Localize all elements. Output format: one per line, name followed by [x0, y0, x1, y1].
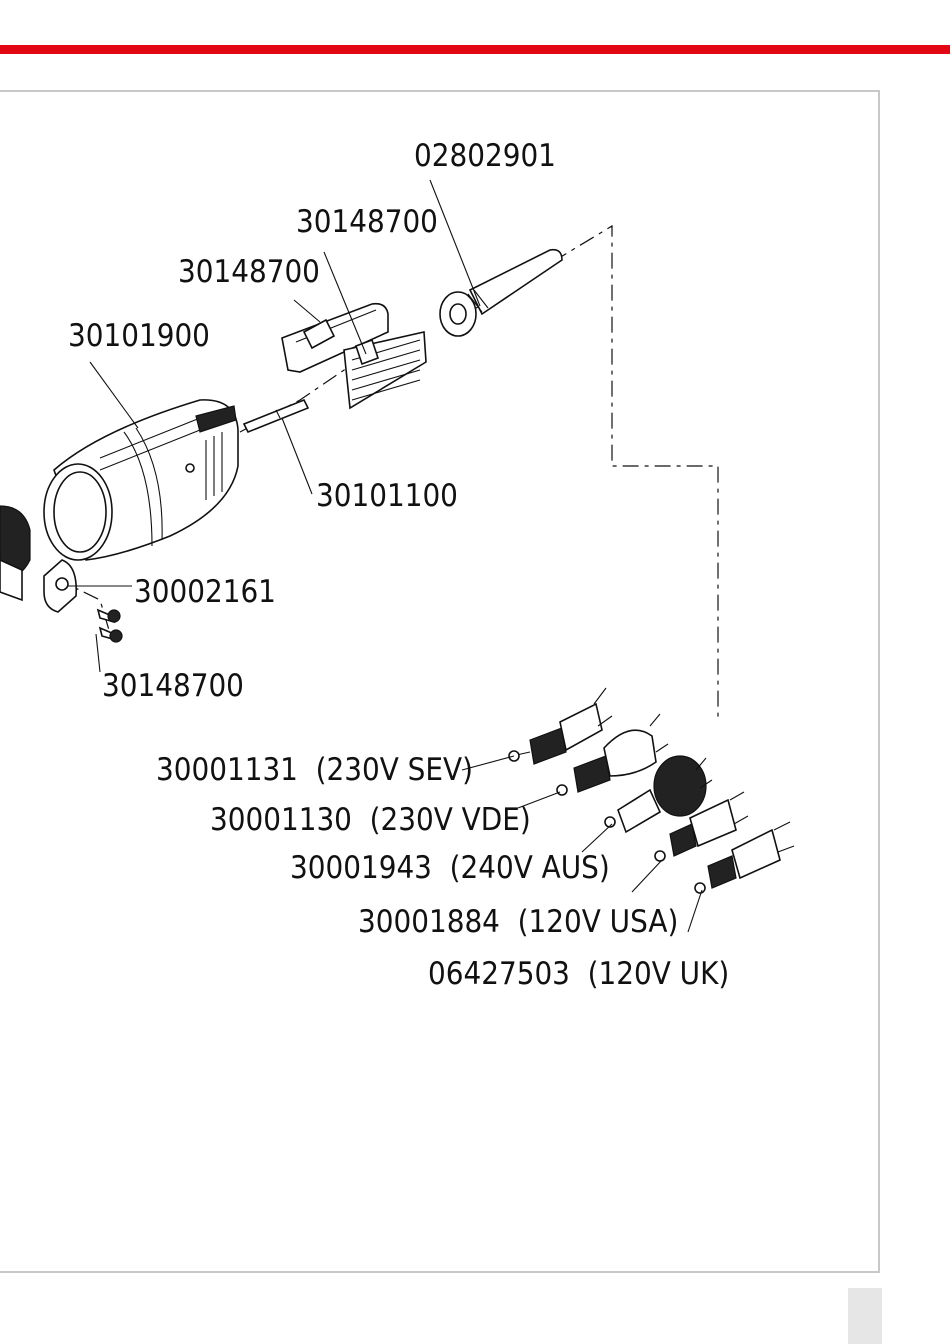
leader-plug-uk: [688, 890, 702, 932]
label-block: 30002161: [134, 574, 276, 610]
label-plug-usa: 30001884 (120V USA): [358, 904, 678, 940]
label-clamp-upper: 30148700: [296, 204, 438, 240]
motor-housing-part: [44, 400, 238, 560]
leader-clamp-screws: [294, 300, 320, 322]
leader-pin: [282, 418, 312, 494]
label-cable-sleeve: 02802901: [414, 138, 556, 174]
pin-part: [244, 400, 308, 432]
cable-clamp-part: [282, 304, 426, 408]
label-plug-uk: 06427503 (120V UK): [428, 956, 729, 992]
leader-housing: [90, 362, 138, 428]
leader-cable-sleeve: [430, 180, 480, 306]
leader-screws-lower: [96, 634, 100, 672]
label-housing: 30101900: [68, 318, 210, 354]
label-pin: 30101100: [316, 478, 458, 514]
label-plug-aus: 30001943 (240V AUS): [290, 850, 610, 886]
leader-plug-aus: [582, 824, 612, 852]
leader-plug-usa: [632, 860, 662, 892]
cable-sleeve-part: [440, 250, 562, 336]
label-plug-sev: 30001131 (230V SEV): [156, 752, 473, 788]
plug-sev-part: [509, 688, 612, 764]
label-clamp-screws: 30148700: [178, 254, 320, 290]
label-plug-vde: 30001130 (230V VDE): [210, 802, 531, 838]
label-screws-lower: 30148700: [102, 668, 244, 704]
screw-pair-part: [98, 610, 122, 642]
